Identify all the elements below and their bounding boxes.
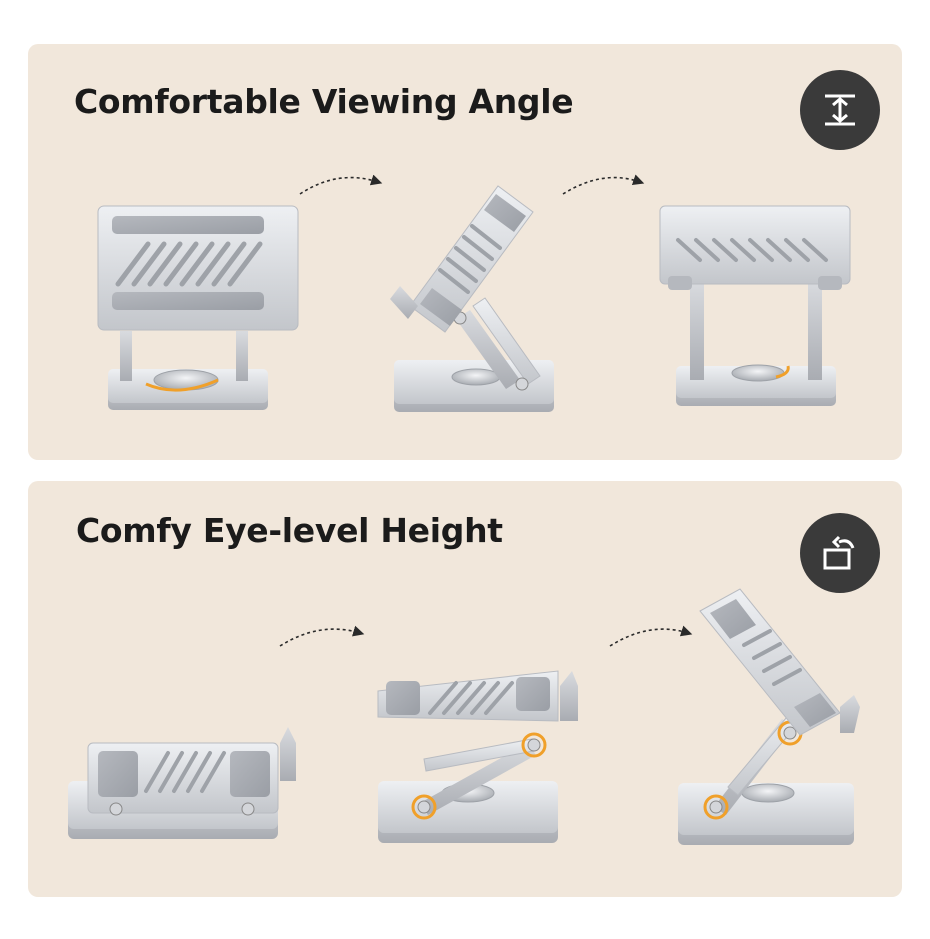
laptop-stand-raised-tilted	[678, 588, 860, 845]
dashed-arrow	[562, 174, 645, 195]
dashed-arrow	[609, 625, 693, 647]
panel-title: Comfortable Viewing Angle	[74, 82, 574, 121]
panel-title: Comfy Eye-level Height	[76, 511, 503, 550]
laptop-stand-front-view	[97, 205, 299, 410]
eye-level-height-panel: Comfy Eye-level Height	[28, 481, 902, 897]
laptop-stand-back-view	[659, 205, 851, 406]
rotate-screen-icon	[800, 513, 880, 593]
laptop-stand-side-view	[390, 185, 554, 412]
laptop-stand-raised	[377, 670, 578, 843]
viewing-angle-panel: Comfortable Viewing Angle	[28, 44, 902, 460]
dashed-arrow	[279, 625, 365, 647]
laptop-stand-folded	[68, 727, 296, 839]
vertical-adjust-icon	[800, 70, 880, 150]
dashed-arrow	[299, 174, 383, 195]
